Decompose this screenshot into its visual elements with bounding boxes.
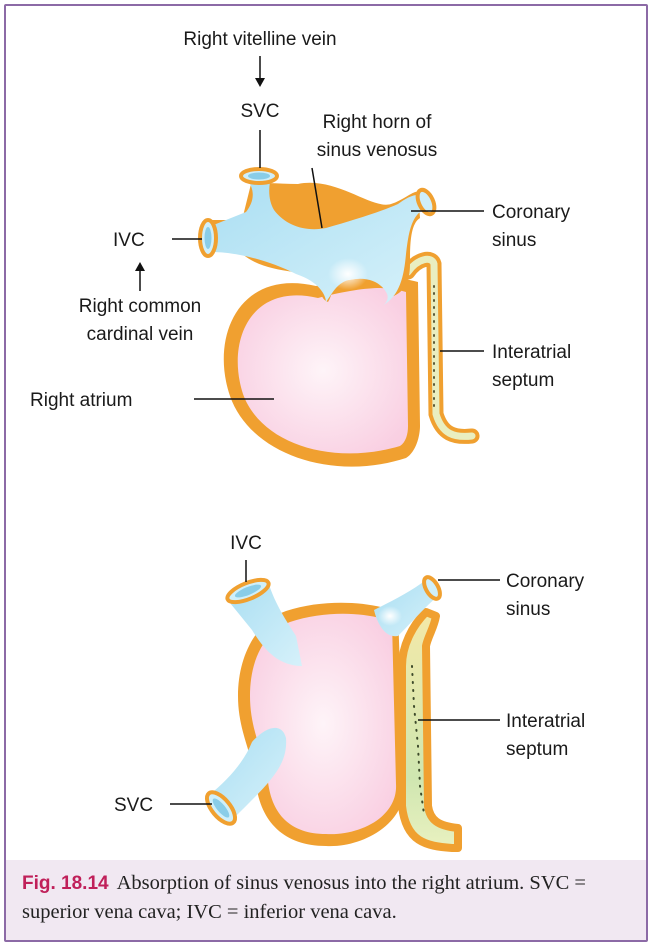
bottom-interatrial-septum bbox=[402, 612, 458, 848]
top-diagram: Right vitelline vein SVC Right horn of s… bbox=[30, 29, 571, 467]
bottom-junction-glow bbox=[378, 606, 402, 626]
top-svc-lumen bbox=[248, 173, 270, 180]
bottom-diagram: IVC Coronary sinus Interatrial septum SV… bbox=[114, 533, 585, 848]
label-bottom-coronary-line1: Coronary bbox=[506, 571, 585, 592]
top-junction-glow bbox=[328, 258, 368, 290]
label-bottom-coronary-line2: sinus bbox=[506, 599, 550, 620]
top-cardinal-arrowhead bbox=[135, 262, 145, 271]
label-bottom-interatrial-line1: Interatrial bbox=[506, 711, 585, 732]
label-top-interatrial-line2: septum bbox=[492, 370, 554, 391]
label-top-coronary-line1: Coronary bbox=[492, 202, 571, 223]
label-right-horn-line2: sinus venosus bbox=[317, 140, 437, 161]
label-bottom-svc: SVC bbox=[114, 795, 153, 816]
label-right-atrium: Right atrium bbox=[30, 390, 132, 411]
label-top-coronary-line2: sinus bbox=[492, 230, 536, 251]
label-right-common-line1: Right common bbox=[79, 296, 202, 317]
label-top-ivc: IVC bbox=[113, 230, 145, 251]
label-bottom-interatrial-line2: septum bbox=[506, 739, 568, 760]
heart-diagram: Right vitelline vein SVC Right horn of s… bbox=[6, 6, 648, 866]
label-bottom-ivc: IVC bbox=[230, 533, 262, 554]
label-right-vitelline-vein: Right vitelline vein bbox=[183, 29, 336, 50]
label-top-interatrial-line1: Interatrial bbox=[492, 342, 571, 363]
label-top-svc: SVC bbox=[240, 101, 279, 122]
label-right-common-line2: cardinal vein bbox=[87, 324, 194, 345]
figure-frame: Right vitelline vein SVC Right horn of s… bbox=[4, 4, 648, 942]
top-vitelline-arrowhead bbox=[255, 78, 265, 87]
figure-number: Fig. 18.14 bbox=[22, 873, 109, 894]
label-right-horn-line1: Right horn of bbox=[323, 112, 433, 133]
top-ivc-lumen bbox=[205, 227, 212, 249]
